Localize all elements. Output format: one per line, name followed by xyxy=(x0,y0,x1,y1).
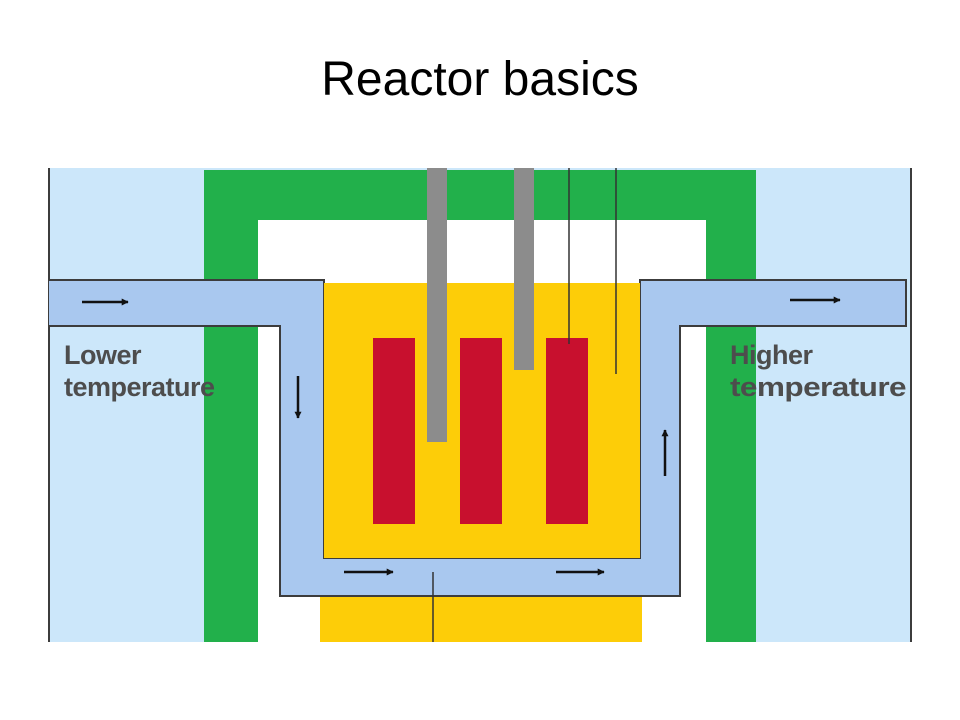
outlet-label-line2: temperature xyxy=(730,372,907,402)
fuel-rod xyxy=(460,338,502,524)
fuel-rod xyxy=(546,338,588,524)
reactor-diagram: Lower temperature Higher temperature xyxy=(48,168,912,642)
moderator-base xyxy=(320,594,642,642)
inlet-label-line2: temperature xyxy=(64,372,215,402)
slide-title: Reactor basics xyxy=(321,53,639,106)
inlet-label-line1: Lower xyxy=(64,340,142,370)
control-rod xyxy=(427,168,447,442)
fuel-rod xyxy=(373,338,415,524)
control-rod xyxy=(514,168,534,370)
outlet-label-line1: Higher xyxy=(730,340,814,370)
